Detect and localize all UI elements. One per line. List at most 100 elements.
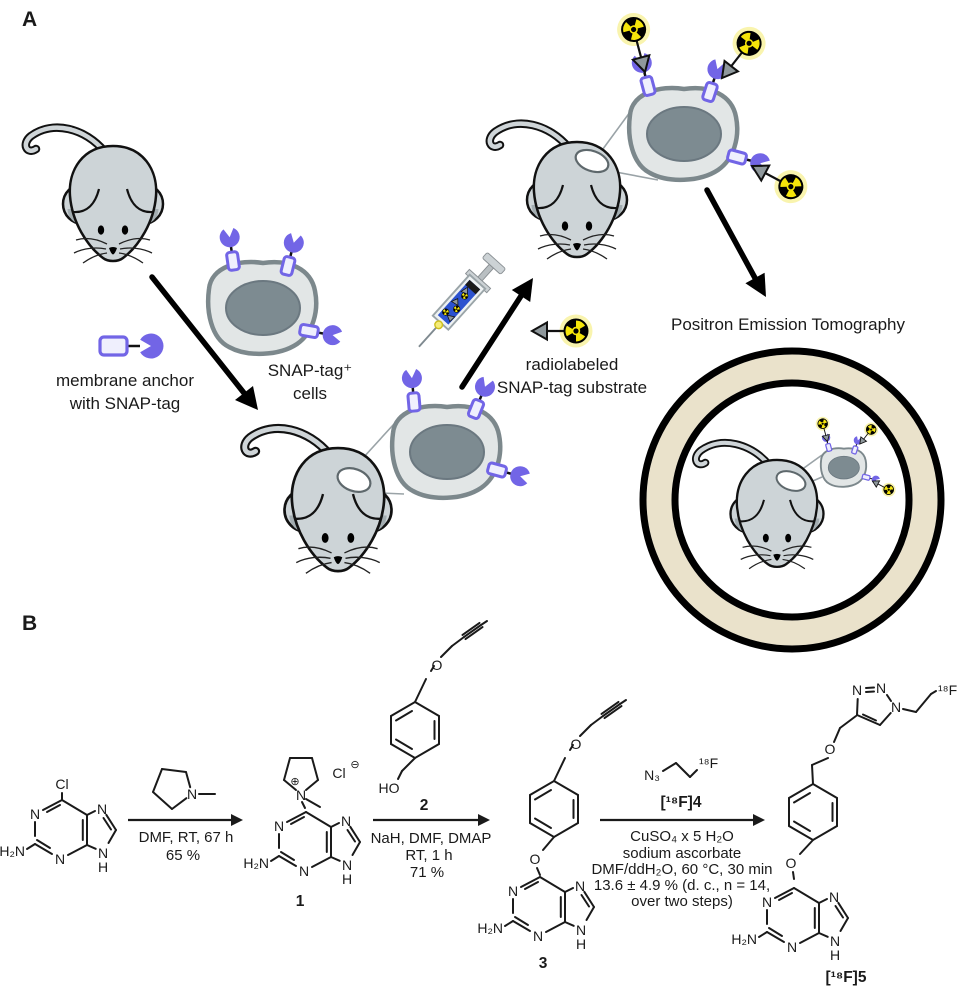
step1-conditions: DMF, RT, 67 h [139, 829, 234, 846]
atom-cl: Cl [55, 776, 68, 792]
step3-yield1: 13.6 ± 4.9 % (d. c., n = 14, [594, 877, 770, 894]
pet-caption: Positron Emission Tomography [671, 315, 906, 334]
arrowhead [753, 814, 765, 826]
atom-o: O [432, 657, 443, 673]
syringe-icon [418, 252, 506, 348]
anchor-caption-line1: membrane anchor [56, 371, 194, 390]
arrowhead [231, 814, 243, 826]
arrow-to-pet [704, 187, 766, 297]
scanner-ring [646, 354, 938, 646]
atom-o: O [825, 741, 836, 757]
atom-n: N [296, 787, 306, 803]
cells-caption-line2: cells [293, 384, 327, 403]
compound-1-label: 1 [296, 893, 305, 910]
atom-h: H [98, 859, 108, 875]
substrate-caption-line1: radiolabeled [526, 355, 619, 374]
atom-n: N [876, 680, 886, 696]
snap-tag-pacman-icon [140, 333, 164, 359]
anchor-caption-line2: with SNAP-tag [69, 394, 181, 413]
scanned-mouse-scene [696, 415, 898, 569]
snap-tag-cell [208, 227, 343, 354]
structure-compound-5: N N N ¹⁸F O O N H₂N N N N H [¹⁸F]5 [731, 680, 957, 986]
atom-h: H [342, 871, 352, 887]
step2-conditions: NaH, DMF, DMAP [371, 830, 492, 847]
atom-h2n: H₂N [0, 843, 25, 859]
anchor-rect-icon [98, 335, 129, 357]
atom-n: N [533, 928, 543, 944]
panel-b: B Cl N H₂N N N N H N DM [0, 612, 957, 986]
atom-n: N [342, 857, 352, 873]
labeled-mouse-scene [490, 9, 813, 259]
compound-2-label: 2 [420, 797, 429, 814]
structure-compound-3: O O N H₂N N N N H 3 [477, 699, 627, 972]
atom-n: N [830, 933, 840, 949]
atom-n: N [187, 786, 197, 802]
step3-yield2: over two steps) [631, 893, 733, 910]
atom-n: N [341, 813, 351, 829]
labeled-cell [613, 9, 813, 209]
atom-h2n: H₂N [731, 931, 757, 947]
arrow-injection [459, 278, 533, 390]
graft-patch [574, 148, 610, 174]
step3-conditions3: DMF/ddH₂O, 60 °C, 30 min [591, 861, 772, 878]
atom-ho: HO [379, 780, 400, 796]
atom-o: O [571, 736, 582, 752]
arrowhead [478, 814, 490, 826]
structure-start-chloropurine: Cl N H₂N N N N H [0, 776, 117, 875]
pet-scanner [639, 347, 945, 653]
graft-patch [775, 470, 807, 492]
pyrrolidine-reagent [152, 768, 216, 810]
fluoroethyl-azide-structure [662, 762, 698, 778]
step1-yield: 65 % [166, 847, 200, 864]
atom-n3-azide: N₃ [644, 767, 660, 783]
graft-patch [336, 467, 372, 493]
atom-n: N [508, 883, 518, 899]
atom-n: N [829, 889, 839, 905]
membrane-anchor-icon [98, 333, 164, 359]
atom-n: N [576, 922, 586, 938]
reaction-step-1: N DMF, RT, 67 h 65 % [128, 768, 243, 864]
counterion-cl: Cl [332, 765, 345, 781]
receptor-icon [401, 369, 425, 412]
atom-h: H [830, 947, 840, 963]
panel-a-label: A [22, 8, 37, 31]
atom-h2n: H₂N [477, 920, 503, 936]
atom-n: N [762, 894, 772, 910]
atom-h2n: H₂N [243, 855, 269, 871]
mouse-untreated [26, 128, 163, 263]
compound-5-label: [¹⁸F]5 [826, 969, 867, 986]
atom-o: O [786, 855, 797, 871]
structure-compound-2: O HO 2 [379, 620, 488, 814]
atom-n: N [852, 682, 862, 698]
atom-n: N [55, 851, 65, 867]
atom-h: H [576, 936, 586, 952]
atom-n: N [30, 806, 40, 822]
step3-conditions2: sodium ascorbate [623, 845, 741, 862]
step2-conditions2: RT, 1 h [405, 847, 452, 864]
atom-n: N [98, 845, 108, 861]
atom-n: N [299, 863, 309, 879]
receptor-icon [219, 227, 245, 271]
atom-n: N [891, 699, 901, 715]
panel-b-label: B [22, 612, 37, 635]
atom-n: N [97, 801, 107, 817]
triazole-ring [811, 686, 937, 785]
reaction-step-3: N₃ ¹⁸F [¹⁸F]4 CuSO₄ x 5 H₂O sodium ascor… [591, 755, 772, 910]
panel-a: A membrane anchor with SNAP-tag [22, 8, 945, 653]
arrow-anchor-to-cells [149, 274, 258, 410]
atom-f18: ¹⁸F [699, 755, 718, 771]
receptor-icon [298, 320, 343, 347]
atom-n: N [575, 878, 585, 894]
atom-o: O [530, 851, 541, 867]
reaction-step-2: NaH, DMF, DMAP RT, 1 h 71 % [371, 814, 492, 881]
droplet [434, 320, 444, 330]
atom-f18: ¹⁸F [938, 682, 957, 698]
receptor-icon [486, 458, 531, 488]
engrafted-mouse-scene [245, 369, 531, 574]
radiolabeled-substrate-icon [532, 315, 593, 348]
charge-minus: ⊖ [350, 759, 359, 771]
step2-yield: 71 % [410, 864, 444, 881]
step3-conditions1: CuSO₄ x 5 H₂O [630, 828, 734, 845]
